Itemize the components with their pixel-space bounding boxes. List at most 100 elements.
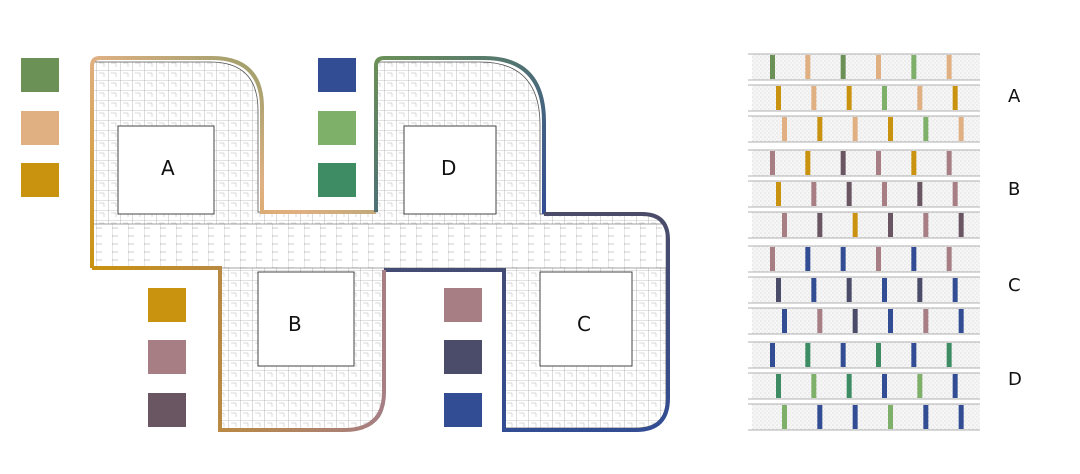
swatch-d-3: [318, 163, 356, 197]
facade-fin: [817, 117, 823, 141]
facade-fin: [811, 86, 817, 110]
facade-fin: [917, 374, 923, 398]
facade-row-glass: [752, 404, 980, 430]
facade-row: [748, 149, 980, 177]
facade-row: [748, 84, 980, 112]
swatch-d-2: [318, 111, 356, 145]
swatch-c-2: [444, 340, 482, 374]
facade-elevation: [748, 53, 980, 431]
facade-fin: [782, 213, 787, 237]
facade-fin: [917, 86, 923, 110]
facade-fin: [876, 151, 881, 175]
facade-fin: [846, 182, 852, 206]
facade-fin: [946, 55, 952, 79]
facade-fin: [923, 117, 929, 141]
swatch-c-1: [444, 288, 482, 322]
facade-fin: [882, 86, 887, 110]
facade-fin: [805, 247, 811, 271]
floor-plan: [90, 56, 670, 432]
facade-row: [748, 245, 980, 273]
facade-fin: [876, 55, 881, 79]
swatch-b-2: [148, 340, 186, 374]
facade-row: [748, 372, 980, 400]
facade-fin: [770, 343, 775, 367]
facade-fin: [911, 151, 917, 175]
facade-fin: [805, 151, 811, 175]
facade-fin: [805, 55, 811, 79]
facade-row: [748, 307, 980, 335]
facade-fin: [840, 247, 846, 271]
facade-row-glass: [752, 181, 980, 207]
facade-fin: [805, 343, 811, 367]
facade-fin: [917, 278, 923, 302]
facade-fin: [917, 182, 923, 206]
facade-fin: [946, 247, 952, 271]
swatch-b-1: [148, 288, 186, 322]
facade-row: [748, 180, 980, 208]
facade-fin: [770, 55, 775, 79]
room-blocks: [91, 61, 667, 431]
zone-label-a: A: [161, 156, 175, 180]
facade-row-glass: [752, 277, 980, 303]
facade-fin: [882, 182, 887, 206]
facade-row-label-a: A: [1008, 86, 1021, 107]
facade-fin: [911, 343, 917, 367]
facade-fin: [958, 117, 964, 141]
facade-row-glass: [752, 212, 980, 238]
facade-row-glass: [752, 85, 980, 111]
facade-row: [748, 276, 980, 304]
courtyards: [117, 125, 633, 367]
outline-a: [90, 56, 376, 268]
swatch-d-1: [318, 58, 356, 92]
facade-fin: [888, 213, 893, 237]
facade-row-label-d: D: [1008, 369, 1022, 390]
facade-fin: [782, 117, 787, 141]
swatch-a-2: [21, 111, 59, 145]
facade-row-glass: [752, 150, 980, 176]
facade-fin: [817, 405, 823, 429]
facade-fin: [776, 374, 781, 398]
zone-label-d: D: [441, 156, 457, 180]
facade-fin: [770, 151, 775, 175]
swatch-b-3: [148, 393, 186, 427]
facade-fin: [946, 151, 952, 175]
facade-fin: [952, 86, 958, 110]
facade-fin: [946, 343, 952, 367]
facade-row-glass: [752, 373, 980, 399]
facade-fin: [817, 309, 823, 333]
facade-fin: [952, 278, 958, 302]
swatch-a-1: [21, 58, 59, 92]
facade-row: [748, 211, 980, 239]
facade-row-glass: [752, 54, 980, 80]
facade-row: [748, 115, 980, 143]
facade-fin: [952, 374, 958, 398]
facade-fin: [776, 278, 781, 302]
facade-fin: [852, 213, 858, 237]
facade-fin: [840, 151, 846, 175]
facade-fin: [958, 405, 964, 429]
facade-fin: [852, 309, 858, 333]
facade-fin: [882, 374, 887, 398]
facade-fin: [846, 86, 852, 110]
facade-fin: [782, 405, 787, 429]
facade-fin: [923, 213, 929, 237]
facade-row-glass: [752, 342, 980, 368]
facade-row: [748, 403, 980, 431]
facade-fin: [888, 309, 893, 333]
facade-fin: [911, 55, 917, 79]
facade-fin: [846, 374, 852, 398]
facade-row-label-b: B: [1008, 179, 1021, 200]
facade-fin: [776, 182, 781, 206]
facade-fin: [811, 278, 817, 302]
facade-fin: [782, 309, 787, 333]
outline-c: [384, 212, 670, 432]
facade-fin: [876, 343, 881, 367]
facade-fin: [846, 278, 852, 302]
facade-fin: [911, 247, 917, 271]
facade-row-glass: [752, 308, 980, 334]
facade-row-label-c: C: [1008, 275, 1021, 296]
facade-fin: [923, 309, 929, 333]
outline-b: [92, 266, 386, 432]
facade-fin: [817, 213, 823, 237]
